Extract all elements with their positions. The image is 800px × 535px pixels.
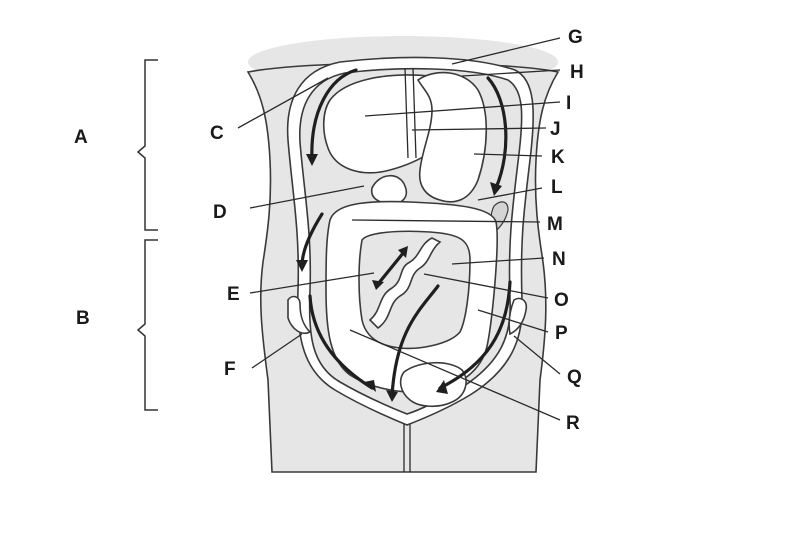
leader-r	[349, 329, 561, 421]
label-q: Q	[567, 367, 582, 388]
leader-c	[237, 77, 329, 129]
leader-k	[473, 153, 543, 157]
label-m: M	[547, 214, 563, 235]
arrow-right-paracolic-lower	[308, 294, 374, 390]
arrowhead-5a	[398, 246, 408, 258]
arrowhead-1	[306, 154, 318, 166]
label-h: H	[570, 62, 584, 83]
leg-divider	[403, 420, 411, 472]
duodenum	[370, 174, 407, 206]
label-r: R	[566, 413, 580, 434]
label-n: N	[552, 249, 566, 270]
leader-lines	[237, 37, 561, 421]
arrow-left-paracolic	[438, 280, 512, 390]
small-intestine-region	[358, 230, 471, 350]
label-l: L	[551, 177, 563, 198]
arrow-central	[390, 284, 440, 398]
label-k: K	[551, 147, 565, 168]
arrow-right-subphrenic	[310, 68, 358, 162]
leader-n	[451, 257, 545, 265]
descending-colon-gutter	[508, 297, 528, 336]
region-label-b: B	[76, 308, 90, 329]
arrowhead-3	[296, 260, 308, 272]
leader-d	[249, 185, 365, 209]
mesentery-root	[368, 237, 442, 330]
leader-g	[451, 37, 561, 65]
label-e: E	[227, 284, 240, 305]
bracket-b	[136, 239, 158, 411]
label-f: F	[224, 359, 236, 380]
region-label-a: A	[74, 127, 88, 148]
leader-h	[461, 69, 561, 77]
label-i: I	[566, 93, 571, 114]
label-j: J	[550, 119, 561, 140]
leader-q	[513, 335, 561, 375]
ascending-colon-gutter	[287, 295, 312, 334]
arrow-mesentery	[376, 250, 406, 286]
arrowhead-5b	[372, 280, 384, 290]
leader-l	[477, 187, 543, 201]
label-p: P	[555, 323, 568, 344]
leader-j	[411, 127, 547, 131]
arrowhead-6	[386, 390, 398, 402]
leader-o	[423, 273, 549, 299]
arrowhead-4	[364, 380, 376, 392]
flow-arrows	[296, 68, 512, 402]
arrowhead-2	[490, 182, 502, 196]
bracket-a	[136, 59, 158, 231]
arrowhead-7	[436, 380, 448, 394]
arrow-left-subphrenic	[486, 76, 508, 190]
leader-f	[251, 333, 303, 369]
leader-p	[477, 309, 549, 333]
label-c: C	[210, 123, 224, 144]
label-d: D	[213, 202, 227, 223]
leader-i	[364, 101, 561, 117]
label-o: O	[554, 290, 569, 311]
sigmoid-colon	[399, 361, 467, 408]
leader-m	[351, 219, 541, 223]
stomach	[416, 71, 488, 203]
label-g: G	[568, 27, 583, 48]
leader-e	[249, 272, 375, 294]
